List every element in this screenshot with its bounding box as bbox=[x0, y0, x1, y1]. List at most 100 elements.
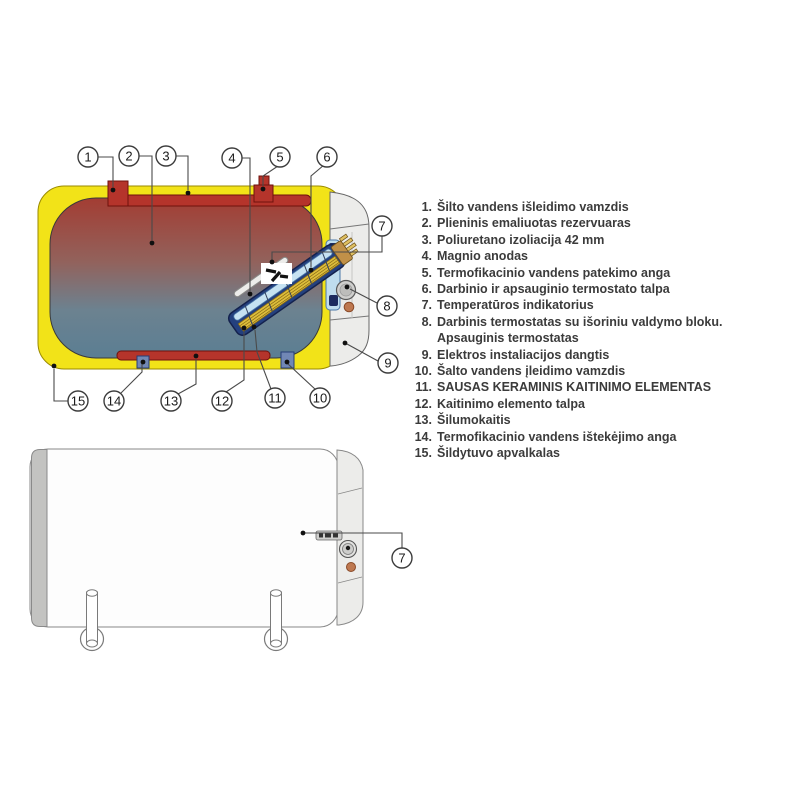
legend-item-text: Termofikacinio vandens ištekėjimo anga bbox=[437, 429, 677, 444]
callout-8: 8 bbox=[376, 295, 398, 317]
svg-text:8: 8 bbox=[383, 299, 390, 314]
legend-item-text: Šildytuvo apvalkalas bbox=[437, 446, 560, 461]
svg-text:13: 13 bbox=[164, 394, 178, 409]
callout-15: 15 bbox=[67, 390, 89, 412]
legend-item-number: 4. bbox=[421, 249, 432, 264]
callout-5: 5 bbox=[269, 146, 291, 168]
legend-item: 12. Kaitinimo elemento talpa bbox=[408, 396, 800, 412]
legend-item-number: 7. bbox=[421, 298, 432, 313]
legend-item-text: Temperatūros indikatorius bbox=[437, 298, 594, 313]
legend-item-number: 2. bbox=[421, 216, 432, 231]
legend-item: 13. Šilumokaitis bbox=[408, 412, 800, 428]
callout-3: 3 bbox=[155, 145, 177, 167]
heater-casing bbox=[29, 448, 339, 628]
legend-item-text: Plieninis emaliuotas rezervuaras bbox=[437, 216, 631, 231]
signal-lamp bbox=[343, 301, 355, 313]
heating-element-assembly bbox=[227, 244, 346, 336]
svg-text:7: 7 bbox=[378, 219, 385, 234]
legend-item: 8. Darbinis termostatas su išoriniu valdy… bbox=[408, 314, 800, 330]
legend-item: 14. Termofikacinio vandens ištekėjimo ang… bbox=[408, 429, 800, 445]
signal-lamp-exterior bbox=[346, 562, 356, 572]
callout-6: 6 bbox=[316, 146, 338, 168]
legend-item-number: 11. bbox=[415, 380, 432, 395]
legend-item-text: SAUSAS KERAMINIS KAITINIMO ELEMENTAS bbox=[437, 380, 712, 395]
legend-item-number: 8. bbox=[421, 314, 432, 329]
legend-item-number: 12. bbox=[414, 396, 432, 411]
callout-lines-bottom bbox=[300, 530, 403, 548]
casing-left-strip bbox=[31, 449, 48, 627]
callout-1: 1 bbox=[77, 146, 99, 168]
legend-item-number bbox=[408, 330, 432, 346]
callout-lines-top bbox=[51, 155, 383, 402]
legend-item-number: 9. bbox=[421, 347, 432, 362]
heat-exchanger-bottom bbox=[116, 350, 271, 361]
heater-exterior-view: 7 bbox=[29, 448, 413, 652]
callout-10: 10 bbox=[309, 387, 331, 409]
legend-item: 2. Plieninis emaliuotas rezervuaras bbox=[408, 215, 800, 231]
svg-text:2: 2 bbox=[125, 149, 132, 164]
callout-4: 4 bbox=[221, 147, 243, 169]
legend-item-text: Šalto vandens įleidimo vamzdis bbox=[437, 364, 626, 379]
legend-item: 1. Šilto vandens išleidimo vamzdis bbox=[408, 199, 800, 215]
svg-text:9: 9 bbox=[384, 356, 391, 371]
callout-2: 2 bbox=[118, 145, 140, 167]
temperature-indicator-symbol bbox=[261, 263, 292, 284]
legend-item: 4. Magnio anodas bbox=[408, 248, 800, 264]
callout-9: 9 bbox=[377, 352, 399, 374]
support-pipe-left bbox=[79, 589, 105, 652]
heating-water-inlet-stub bbox=[253, 175, 274, 203]
callout-13: 13 bbox=[160, 390, 182, 412]
legend-item-number: 3. bbox=[421, 232, 432, 247]
legend-item-text: Kaitinimo elemento talpa bbox=[437, 396, 585, 411]
legend-item-number: 15. bbox=[414, 446, 432, 461]
legend-item: 7. Temperatūros indikatorius bbox=[408, 297, 800, 313]
heater-cross-section: 1 2 3 4 5 6 7 8 9 10 11 12 13 14 15 bbox=[37, 145, 399, 412]
legend-item-text: Šilto vandens išleidimo vamzdis bbox=[437, 200, 629, 214]
legend-item-number: 14. bbox=[414, 429, 432, 444]
legend-item-text: Apsauginis termostatas bbox=[437, 331, 579, 346]
svg-text:5: 5 bbox=[276, 150, 283, 165]
element-terminals bbox=[331, 233, 359, 265]
svg-text:3: 3 bbox=[162, 149, 169, 164]
svg-text:7: 7 bbox=[398, 551, 405, 566]
svg-text:14: 14 bbox=[107, 394, 121, 409]
svg-text:4: 4 bbox=[228, 151, 235, 166]
legend-item: 15. Šildytuvo apvalkalas bbox=[408, 445, 800, 461]
legend-item-text: Magnio anodas bbox=[437, 249, 528, 264]
legend-item-number: 1. bbox=[421, 200, 432, 214]
legend-item-text: Elektros instaliacijos dangtis bbox=[437, 347, 610, 362]
thermostat-knob-exterior bbox=[338, 539, 358, 559]
legend-item: 9. Elektros instaliacijos dangtis bbox=[408, 347, 800, 363]
legend-item-text: Šilumokaitis bbox=[437, 413, 511, 428]
svg-text:6: 6 bbox=[323, 150, 330, 165]
legend: 1. Šilto vandens išleidimo vamzdis 2. Plien… bbox=[408, 199, 800, 462]
legend-item-text: Darbinis termostatas su išoriniu valdymo… bbox=[437, 314, 723, 329]
hot-water-outlet-stub bbox=[107, 180, 129, 207]
legend-item-text: Poliuretano izoliacija 42 mm bbox=[437, 232, 605, 247]
legend-item-number: 5. bbox=[421, 265, 432, 280]
legend-item: 11. SAUSAS KERAMINIS KAITINIMO ELEMENTAS bbox=[408, 379, 800, 395]
legend-item: 5. Termofikacinio vandens patekimo anga bbox=[408, 265, 800, 281]
svg-text:1: 1 bbox=[84, 150, 91, 165]
legend-item-text: Termofikacinio vandens patekimo anga bbox=[437, 265, 671, 280]
callout-12: 12 bbox=[211, 390, 233, 412]
legend-item: 3. Poliuretano izoliacija 42 mm bbox=[408, 232, 800, 248]
svg-text:12: 12 bbox=[215, 394, 229, 409]
callout-7-exterior: 7 bbox=[391, 547, 413, 569]
legend-item: 6. Darbinio ir apsauginio termostato talp… bbox=[408, 281, 800, 297]
svg-text:15: 15 bbox=[71, 394, 85, 409]
svg-text:10: 10 bbox=[313, 391, 327, 406]
legend-item-number: 6. bbox=[421, 282, 432, 297]
legend-item-number: 13. bbox=[414, 413, 432, 428]
legend-item: Apsauginis termostatas bbox=[408, 330, 800, 346]
thermostat-knob bbox=[335, 279, 357, 301]
legend-item-text: Darbinio ir apsauginio termostato talpa bbox=[437, 282, 670, 297]
callout-11: 11 bbox=[264, 387, 286, 409]
support-pipe-right bbox=[263, 589, 289, 652]
exterior-cover-section bbox=[336, 449, 364, 626]
temperature-indicator-label bbox=[315, 530, 343, 541]
callout-7: 7 bbox=[371, 215, 393, 237]
legend-item-number: 10. bbox=[414, 364, 432, 379]
